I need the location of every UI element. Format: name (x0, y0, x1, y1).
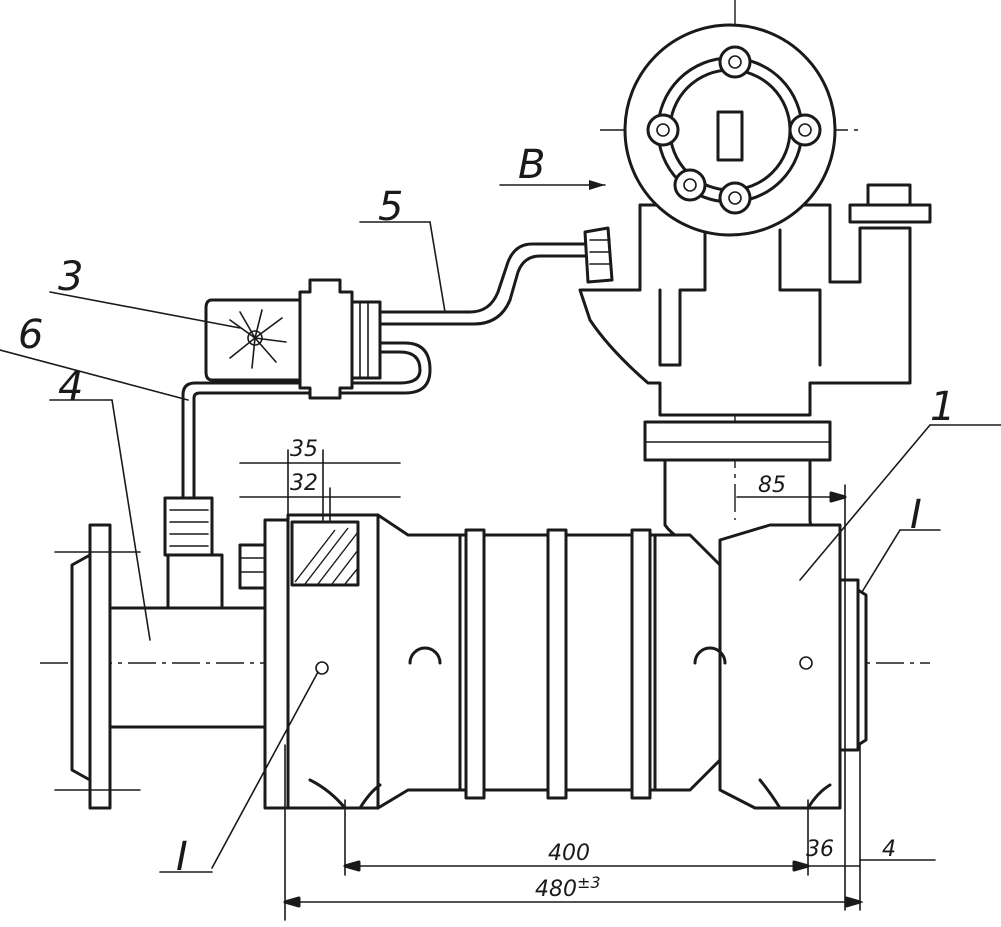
valve-housing (578, 183, 932, 417)
dimension-480-tolerance: ±3 (577, 873, 601, 892)
dimension-400: 400 (548, 841, 590, 866)
pump-3 (204, 278, 382, 400)
impeller-icon (229, 309, 287, 369)
part-label-5: 5 (378, 184, 403, 230)
dimension-480: 480±3 (535, 873, 601, 902)
dial-gauge (623, 23, 837, 237)
part-label-4: 4 (58, 364, 83, 410)
dimension-36: 36 (806, 837, 834, 862)
hatched-section (290, 520, 360, 587)
dimension-lines (239, 449, 936, 921)
body-rib (464, 528, 652, 800)
dimension-4: 4 (882, 837, 896, 862)
part-label-1: 1 (930, 384, 955, 430)
part-label-3: 3 (58, 254, 83, 300)
view-label-b: B (518, 142, 545, 188)
leader-lines (0, 180, 1001, 873)
part-label-6: 6 (18, 312, 43, 358)
dimension-85: 85 (758, 473, 786, 498)
indicator-slot (716, 110, 744, 162)
tube-fitting (583, 226, 614, 284)
inlet-flange (54, 523, 141, 810)
main-body (263, 513, 868, 810)
tube-5 (378, 242, 587, 326)
section-marker-right (799, 656, 813, 670)
inlet-pipe (108, 496, 267, 729)
dimension-35: 35 (290, 437, 318, 462)
section-label-right: I (910, 492, 922, 538)
section-label-left: I (176, 834, 188, 880)
tube-6 (181, 341, 432, 500)
bolt-icon (646, 45, 822, 215)
dimension-480-value: 480 (535, 877, 577, 902)
dimension-32: 32 (290, 471, 318, 496)
section-marker-left (315, 661, 329, 675)
